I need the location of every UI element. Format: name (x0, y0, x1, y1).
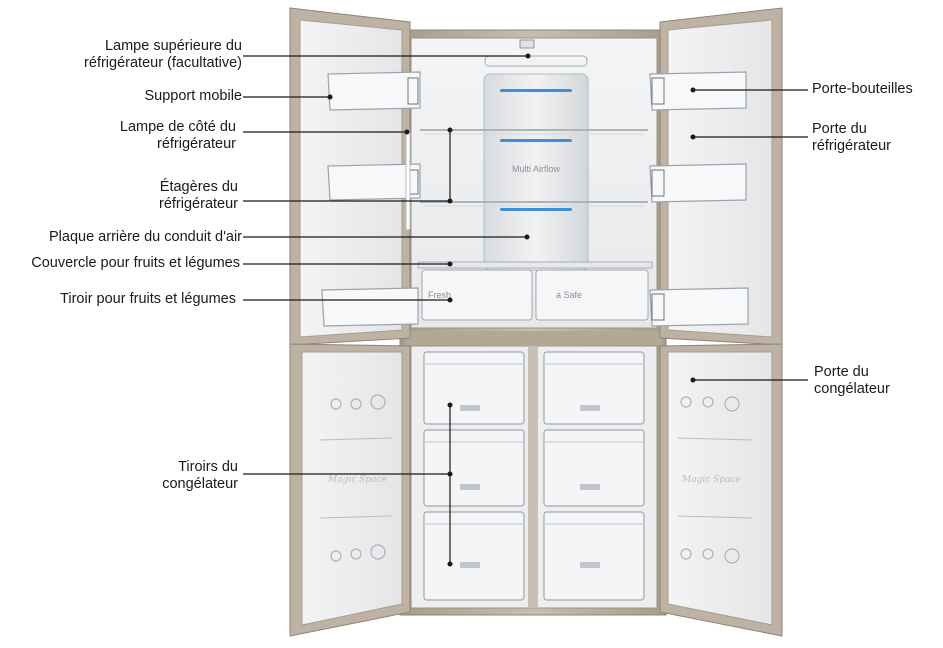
label-support-mobile: Support mobile (144, 88, 242, 104)
freezer-drawers (423, 351, 645, 601)
label-top-lamp-line2: réfrigérateur (facultative) (84, 55, 242, 71)
crisper-right-text: a Safe (556, 290, 582, 300)
label-bottle-holder: Porte-bouteilles (812, 81, 913, 97)
label-fridge-door-line2: réfrigérateur (812, 138, 891, 154)
top-lamp (484, 39, 588, 67)
label-back-plate: Plaque arrière du conduit d'air (49, 229, 242, 245)
door-script-right: Magic Space (681, 475, 741, 485)
door-bin-right (649, 71, 749, 327)
door-script-left: Magic Space (327, 475, 387, 485)
fridge-shelves (420, 129, 648, 203)
label-fridge-door-line1: Porte du (812, 121, 867, 137)
duct-label: Multi Airflow (512, 164, 561, 174)
label-shelves-line1: Étagères du (159, 179, 238, 195)
label-top-lamp-line1: Lampe supérieure du (104, 38, 242, 54)
label-freezer-drawers: Tiroirs du congélateur (162, 459, 238, 493)
fridge-door-left (289, 7, 421, 346)
crisper-left-text: Fresh (428, 290, 451, 300)
label-freezer-door-line2: congélateur (814, 381, 890, 397)
label-shelves-line2: réfrigérateur (159, 196, 238, 212)
leader-dots (327, 53, 696, 567)
label-freezer-door: Porte du congélateur (814, 364, 890, 398)
label-freezer-drawers-line1: Tiroirs du (178, 459, 238, 475)
label-fridge-door: Porte du réfrigérateur (812, 121, 891, 155)
label-side-lamp-line1: Lampe de côté du (119, 119, 236, 135)
label-side-lamp: Lampe de côté du réfrigérateur (120, 119, 236, 153)
crisper-cover (417, 261, 653, 269)
leader-lines (243, 55, 808, 564)
label-crisper-cover: Couvercle pour fruits et légumes (31, 255, 240, 271)
label-crisper-drawer: Tiroir pour fruits et légumes (60, 291, 236, 307)
label-freezer-drawers-line2: congélateur (162, 476, 238, 492)
freezer-door-right: Magic Space (659, 343, 783, 637)
label-side-lamp-line2: réfrigérateur (157, 136, 236, 152)
freezer-door-left: Magic Space (289, 343, 411, 637)
label-freezer-door-line1: Porte du (814, 364, 869, 380)
label-top-lamp: Lampe supérieure du réfrigérateur (facul… (84, 38, 242, 72)
label-shelves: Étagères du réfrigérateur (159, 179, 238, 213)
fridge-door-right (649, 7, 783, 346)
crisper-drawers: Fresh a Safe (421, 269, 649, 321)
air-duct-plate: Multi Airflow (483, 73, 589, 271)
